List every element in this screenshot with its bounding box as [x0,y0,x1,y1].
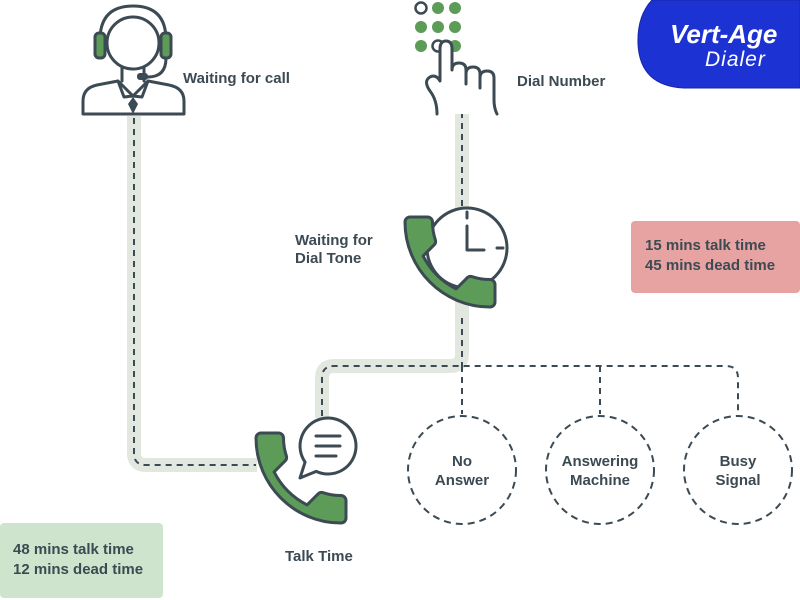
logo-text-line2: Dialer [705,48,766,71]
phone-chat-icon [256,416,358,523]
stat-line-dead-time: 12 mins dead time [13,561,143,578]
flow-band-dial-tone [315,300,469,418]
outcome-label-line1: Answering [562,453,639,470]
waiting-for-dial-tone-label-line2: Dial Tone [295,250,361,267]
outcome-label-line1: Busy [720,453,757,470]
chat-bubble-icon [298,416,358,480]
outcome-label-line2: Machine [570,472,630,489]
stat-box-green: 48 mins talk time 12 mins dead time [0,523,163,598]
outcome-no-answer: No Answer [407,415,517,525]
headset-agent-icon [81,4,186,116]
logo: Vert-Age Dialer [637,0,800,89]
outcome-label-line2: Answer [435,472,489,489]
branch-line [321,365,739,416]
outcome-label-line2: Signal [715,472,760,489]
stat-box-red: 15 mins talk time 45 mins dead time [631,221,800,293]
waiting-for-dial-tone-label-line1: Waiting for [295,232,373,249]
logo-text-line1: Vert-Age [670,19,777,49]
flow-line-agent [133,118,256,466]
talk-time-label: Talk Time [285,548,353,565]
dial-number-label: Dial Number [517,73,606,90]
outcome-answering-machine: Answering Machine [545,415,655,525]
stat-line-dead-time: 45 mins dead time [645,257,775,274]
outcome-label-line1: No [452,453,472,470]
stat-line-talk-time: 48 mins talk time [13,541,134,558]
keypad-hand-icon [414,1,499,116]
phone-clock-icon [405,206,509,307]
waiting-for-call-label: Waiting for call [183,70,290,87]
outcome-busy-signal: Busy Signal [683,415,793,525]
stat-line-talk-time: 15 mins talk time [645,237,766,254]
flow-band-agent [127,116,257,472]
